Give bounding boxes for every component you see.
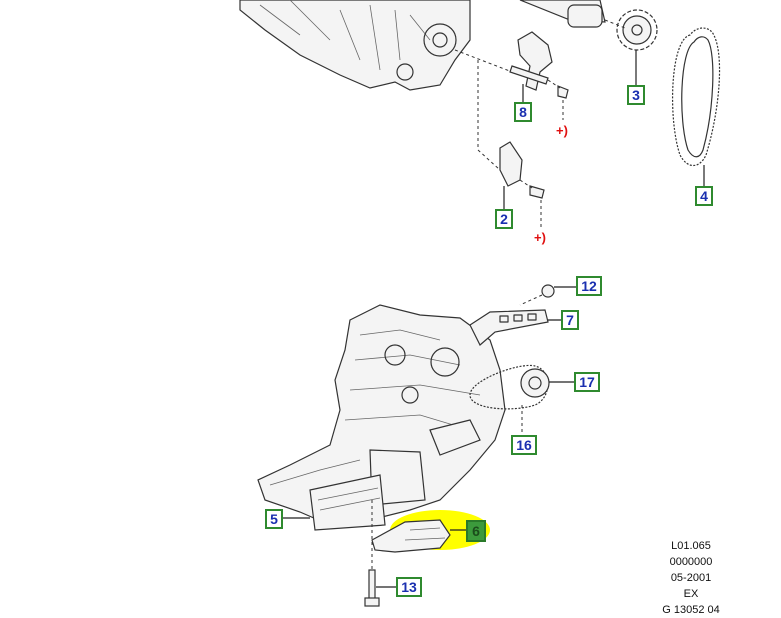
- svg-text:5: 5: [270, 511, 278, 527]
- chain-guide: [499, 141, 545, 228]
- callout-7: 7: [561, 310, 579, 330]
- callout-16: 16: [511, 435, 537, 455]
- callout-3: 3: [627, 85, 645, 105]
- callout-13: 13: [396, 577, 422, 597]
- reference-line: EX: [683, 588, 699, 600]
- svg-text:17: 17: [579, 374, 595, 390]
- svg-text:2: 2: [500, 211, 508, 227]
- oil-pump-bracket: [371, 510, 490, 553]
- callout-4: 4: [695, 186, 713, 206]
- reference-line: 0000000: [669, 556, 713, 568]
- callout-8: 8: [514, 102, 532, 122]
- svg-text:3: 3: [632, 87, 640, 103]
- mounting-bolt: [282, 500, 397, 607]
- callout-5: 5: [265, 509, 283, 529]
- svg-text:13: 13: [401, 579, 417, 595]
- callout-12: 12: [576, 276, 602, 296]
- lower-engine-block: [257, 304, 506, 531]
- svg-text:12: 12: [581, 278, 597, 294]
- torque-mark: +): [534, 230, 546, 245]
- tensioner-arm: [477, 31, 569, 171]
- svg-text:4: 4: [700, 188, 708, 204]
- callout-17: 17: [574, 372, 600, 392]
- reference-line: 05-2001: [670, 572, 712, 584]
- svg-text:8: 8: [519, 104, 527, 120]
- reference-block: L01.065 0000000 05-2001 EX G 13052 04: [641, 538, 741, 618]
- callout-2: 2: [495, 209, 513, 229]
- svg-text:7: 7: [566, 312, 574, 328]
- reference-line: L01.065: [671, 540, 711, 552]
- callout-6: 6: [466, 520, 486, 542]
- svg-text:6: 6: [472, 523, 480, 539]
- timing-chain: [671, 27, 721, 187]
- torque-mark: +): [556, 123, 568, 138]
- reference-line: G 13052 04: [662, 604, 720, 616]
- svg-text:16: 16: [516, 437, 532, 453]
- camshaft-sprocket: [519, 0, 658, 86]
- oil-pump-chain: [469, 364, 575, 436]
- upper-engine-block: [239, 0, 521, 91]
- oil-pump-guide: [469, 284, 577, 346]
